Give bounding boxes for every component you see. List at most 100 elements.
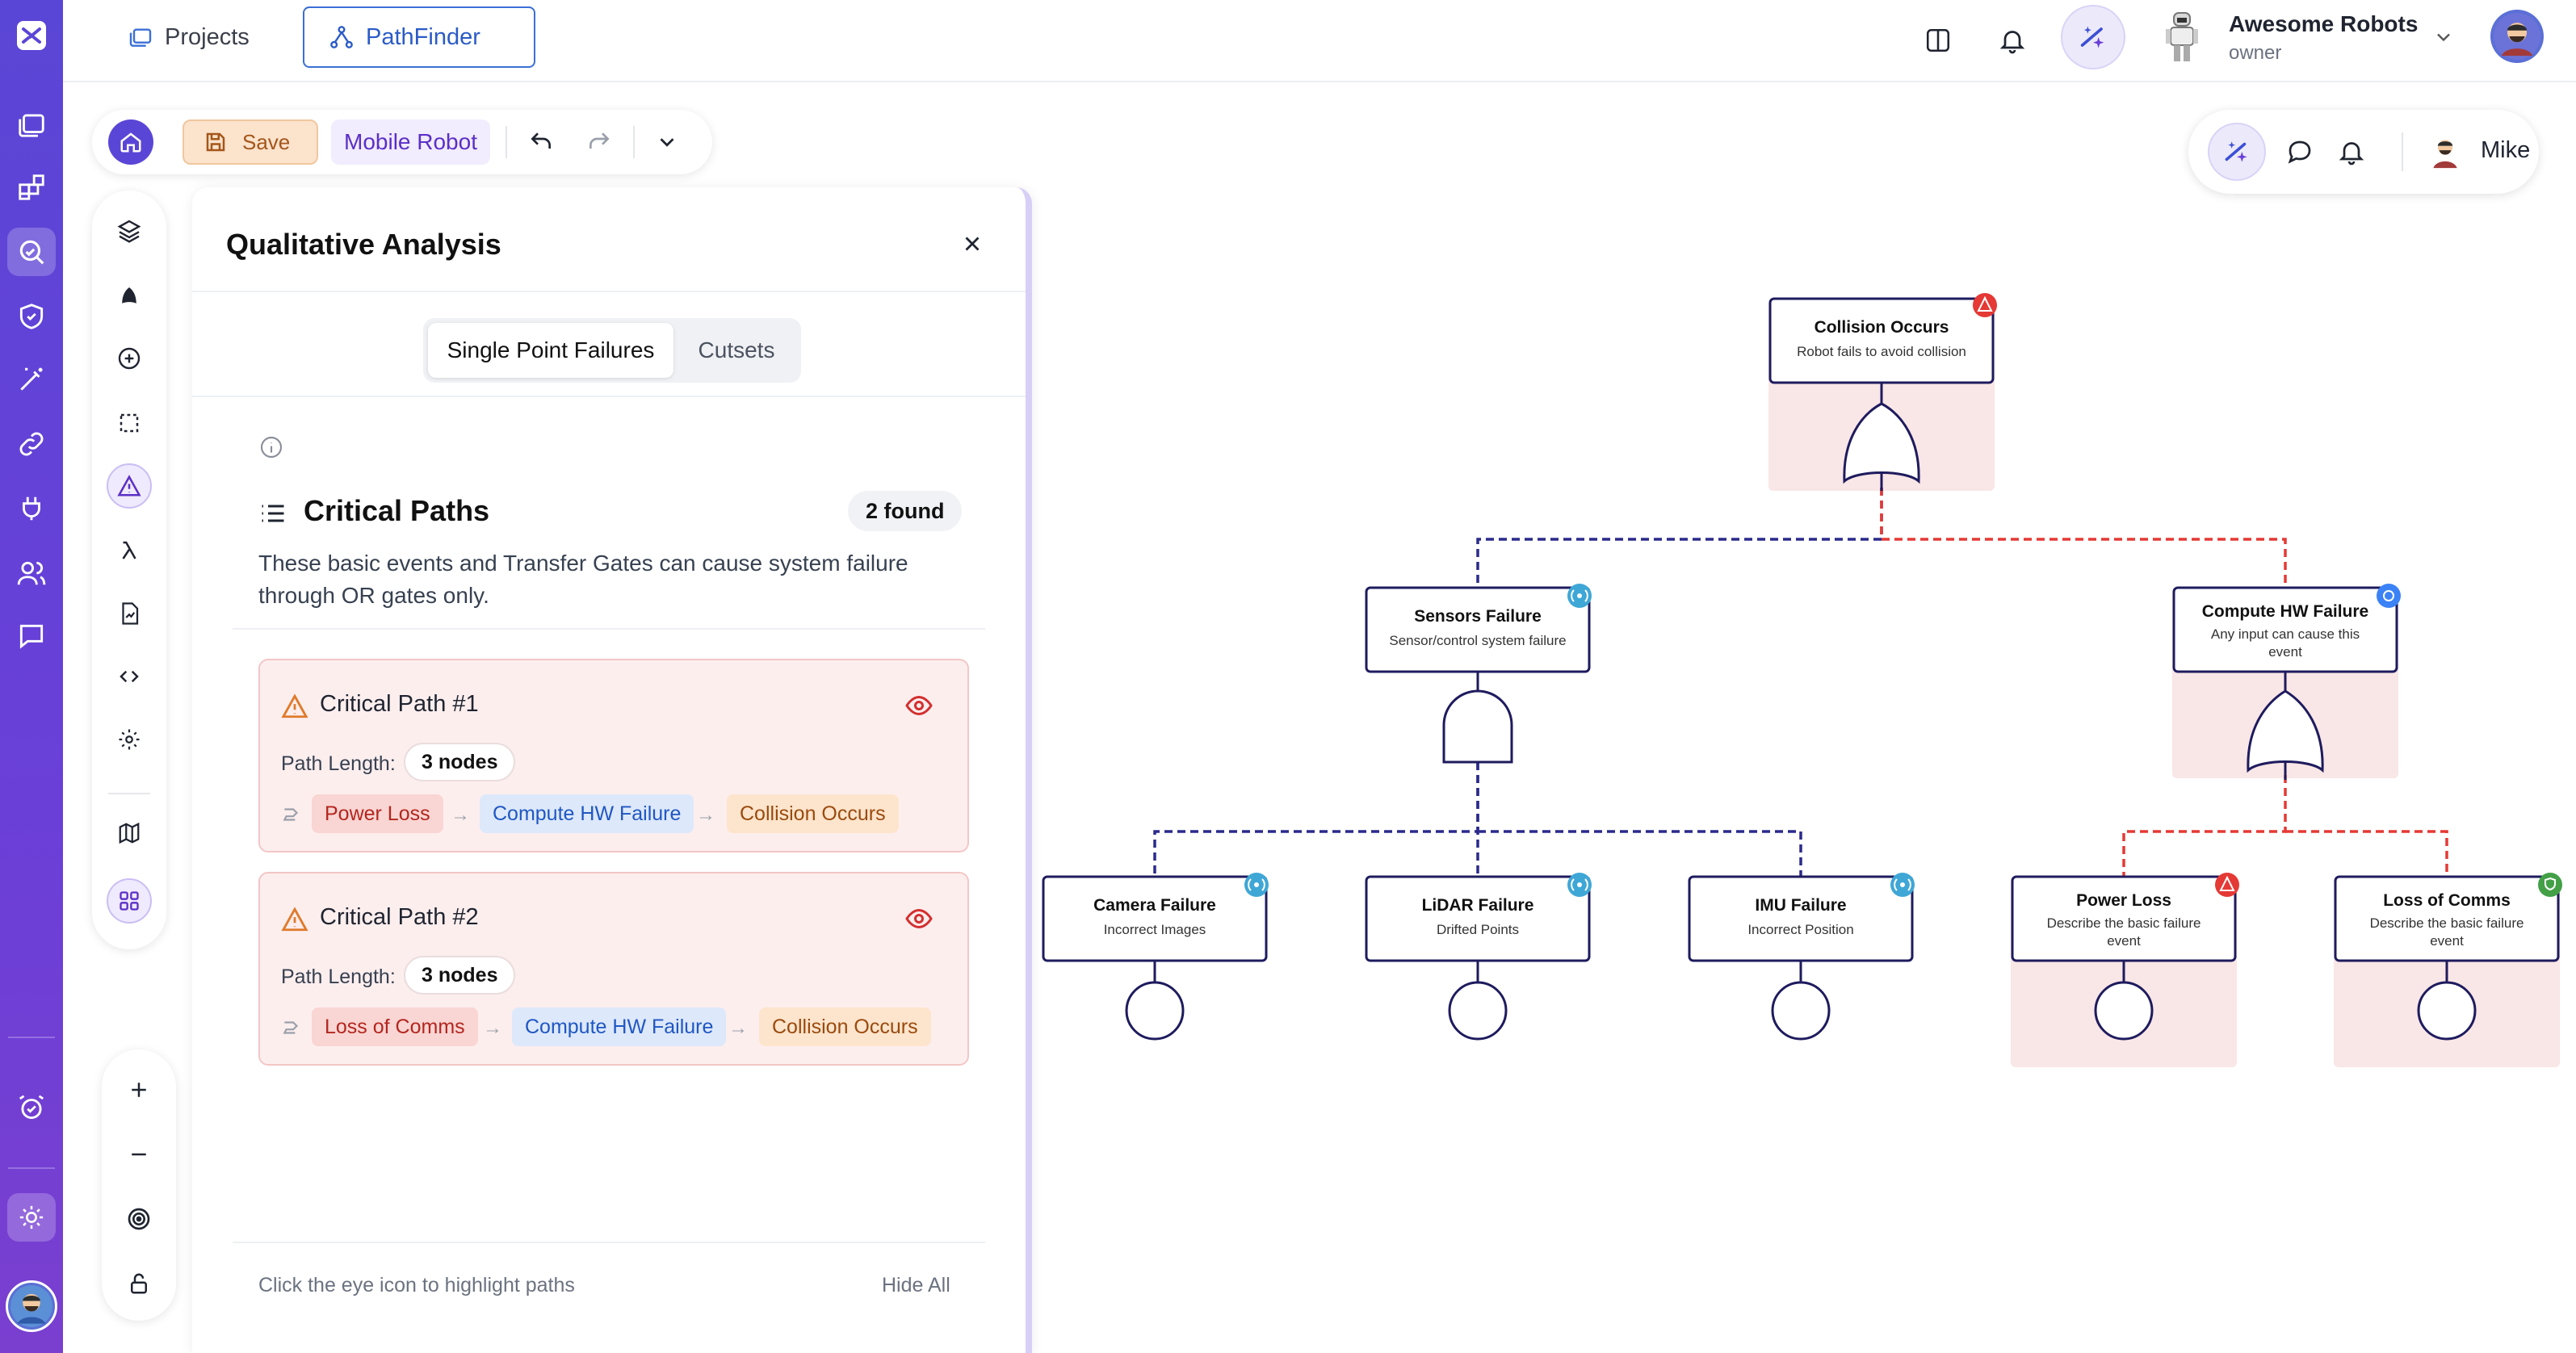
ai-assistant-button[interactable] bbox=[2061, 5, 2125, 69]
node-loss-of-comms[interactable]: Loss of Comms Describe the basic failure… bbox=[2334, 873, 2562, 1041]
node-camera-failure[interactable]: Camera Failure Incorrect Images bbox=[1042, 873, 1269, 1041]
model-name[interactable]: Mobile Robot bbox=[331, 119, 490, 165]
section-description: These basic events and Transfer Gates ca… bbox=[258, 551, 908, 608]
unlock-icon[interactable] bbox=[116, 1261, 162, 1306]
node-subtitle: Robot fails to avoid collision bbox=[1797, 344, 1966, 359]
tab-single-point-failures[interactable]: Single Point Failures bbox=[428, 323, 673, 378]
path-node-chip[interactable]: Compute HW Failure bbox=[512, 1007, 727, 1046]
chat-icon[interactable] bbox=[7, 612, 56, 660]
save-label: Save bbox=[242, 129, 291, 154]
node-lidar-failure[interactable]: LiDAR Failure Drifted Points bbox=[1365, 873, 1592, 1041]
shield-check-icon[interactable] bbox=[7, 292, 56, 341]
redo-icon[interactable] bbox=[580, 123, 619, 161]
fault-tree-canvas[interactable]: Collision Occurs Robot fails to avoid co… bbox=[1034, 274, 2576, 1098]
basic-event-circle bbox=[2094, 981, 2154, 1041]
node-title: Compute HW Failure bbox=[2202, 602, 2369, 621]
node-sensors-failure[interactable]: Sensors Failure Sensor/control system fa… bbox=[1365, 584, 1592, 764]
node-power-loss[interactable]: Power Loss Describe the basic failure ev… bbox=[2011, 873, 2239, 1041]
warning-triangle-icon[interactable] bbox=[107, 463, 152, 509]
arrow-right-icon: → bbox=[696, 804, 715, 826]
node-subtitle: event bbox=[2107, 933, 2141, 949]
header-avatar[interactable] bbox=[2490, 10, 2544, 63]
found-count-badge: 2 found bbox=[848, 491, 963, 531]
path-node-chip[interactable]: Compute HW Failure bbox=[480, 794, 694, 833]
path-node-chip[interactable]: Loss of Comms bbox=[312, 1007, 478, 1046]
connector-line-critical bbox=[2122, 775, 2287, 877]
connector-line bbox=[1153, 762, 1479, 877]
settings-gear-icon[interactable] bbox=[107, 717, 152, 762]
user-avatar[interactable] bbox=[6, 1280, 57, 1332]
eye-icon[interactable] bbox=[904, 904, 933, 933]
or-gate-icon[interactable] bbox=[107, 273, 152, 318]
basic-event-circle bbox=[2417, 981, 2477, 1041]
tab-cutsets[interactable]: Cutsets bbox=[698, 337, 775, 362]
chevron-down-icon[interactable] bbox=[648, 123, 686, 161]
node-collision-occurs[interactable]: Collision Occurs Robot fails to avoid co… bbox=[1768, 293, 1997, 491]
magic-wand-icon[interactable] bbox=[7, 355, 56, 404]
node-subtitle: Describe the basic failure bbox=[2047, 915, 2201, 931]
undo-icon[interactable] bbox=[522, 123, 560, 161]
qualitative-analysis-panel: Qualitative Analysis Single Point Failur… bbox=[192, 187, 1032, 1353]
plug-icon[interactable] bbox=[7, 484, 56, 533]
node-imu-failure[interactable]: IMU Failure Incorrect Position bbox=[1688, 873, 1915, 1041]
folders-icon[interactable] bbox=[7, 100, 56, 149]
user-avatar[interactable] bbox=[2427, 134, 2463, 170]
critical-path-title: Critical Path #2 bbox=[320, 904, 479, 930]
bell-icon[interactable] bbox=[2337, 137, 2366, 166]
tab-pathfinder[interactable]: PathFinder bbox=[303, 6, 535, 68]
panel-divider bbox=[233, 1242, 985, 1243]
hide-all-button[interactable]: Hide All bbox=[882, 1274, 950, 1296]
app-logo-icon[interactable] bbox=[7, 11, 56, 60]
split-view-icon[interactable] bbox=[1914, 16, 1962, 65]
critical-path-card[interactable]: Critical Path #1 Path Length: 3 nodes Po… bbox=[258, 659, 969, 852]
node-subtitle: Incorrect Position bbox=[1747, 922, 1853, 937]
grid-apps-icon[interactable] bbox=[107, 878, 152, 924]
node-title: IMU Failure bbox=[1755, 896, 1846, 915]
users-icon[interactable] bbox=[7, 549, 56, 597]
theme-sun-icon[interactable] bbox=[7, 1193, 56, 1242]
critical-path-card[interactable]: Critical Path #2 Path Length: 3 nodes Lo… bbox=[258, 872, 969, 1066]
bell-icon[interactable] bbox=[1988, 16, 2037, 65]
save-icon bbox=[203, 130, 228, 154]
transfer-badge-icon bbox=[2377, 584, 2401, 608]
toolbar-divider bbox=[506, 126, 507, 158]
zoom-in-icon[interactable] bbox=[116, 1067, 162, 1112]
code-icon[interactable] bbox=[107, 654, 152, 699]
tab-pathfinder-label: PathFinder bbox=[366, 23, 480, 50]
comment-icon[interactable] bbox=[2285, 137, 2314, 166]
lambda-icon[interactable] bbox=[107, 528, 152, 573]
link-icon[interactable] bbox=[7, 420, 56, 468]
path-length-badge: 3 nodes bbox=[404, 956, 516, 995]
fit-target-icon[interactable] bbox=[116, 1196, 162, 1242]
connector-line bbox=[1478, 830, 1802, 877]
zoom-out-icon[interactable] bbox=[116, 1132, 162, 1177]
map-icon[interactable] bbox=[107, 811, 152, 856]
node-title: LiDAR Failure bbox=[1422, 896, 1534, 915]
close-icon[interactable] bbox=[956, 228, 988, 260]
save-button[interactable]: Save bbox=[183, 119, 318, 165]
basic-event-circle bbox=[1771, 981, 1831, 1041]
path-node-chip[interactable]: Power Loss bbox=[312, 794, 443, 833]
selection-icon[interactable] bbox=[107, 400, 152, 446]
file-chart-icon[interactable] bbox=[107, 591, 152, 636]
node-subtitle: Sensor/control system failure bbox=[1389, 633, 1566, 648]
alarm-clock-icon[interactable] bbox=[7, 1083, 56, 1132]
analysis-tabs: Single Point Failures Cutsets bbox=[423, 318, 801, 383]
analysis-search-icon[interactable] bbox=[7, 228, 56, 276]
path-node-chip[interactable]: Collision Occurs bbox=[759, 1007, 931, 1046]
ai-assistant-button[interactable] bbox=[2208, 123, 2266, 181]
eye-icon[interactable] bbox=[904, 691, 933, 720]
route-icon bbox=[281, 804, 302, 825]
info-icon[interactable] bbox=[258, 434, 284, 460]
add-circle-icon[interactable] bbox=[107, 336, 152, 381]
editor-toolbar: Save Mobile Robot bbox=[92, 110, 712, 174]
chevron-down-icon[interactable] bbox=[2432, 26, 2455, 48]
layers-icon[interactable] bbox=[107, 208, 152, 253]
blocks-icon[interactable] bbox=[7, 163, 56, 212]
node-compute-hw-failure[interactable]: Compute HW Failure Any input can cause t… bbox=[2172, 584, 2401, 780]
node-subtitle: Incorrect Images bbox=[1104, 922, 1206, 937]
tab-projects[interactable]: Projects bbox=[103, 6, 274, 68]
rail-divider bbox=[8, 1037, 55, 1038]
home-button[interactable] bbox=[108, 119, 153, 165]
path-node-chip[interactable]: Collision Occurs bbox=[727, 794, 899, 833]
